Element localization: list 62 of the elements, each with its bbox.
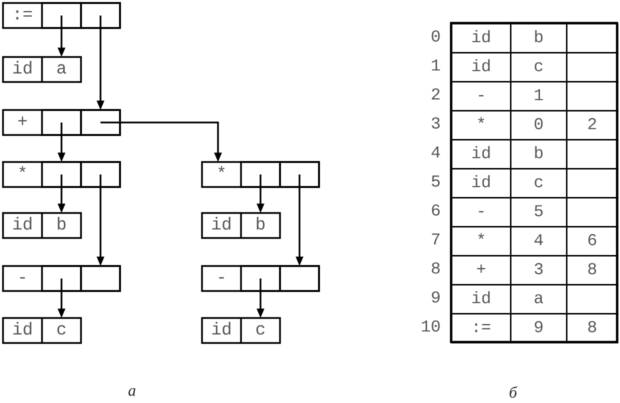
- record-box: :=: [2, 2, 121, 29]
- table-cell: 9: [510, 313, 568, 344]
- table-cell: 0: [510, 110, 568, 140]
- table-cell: 4: [510, 226, 568, 256]
- pointer-cell: [41, 265, 82, 292]
- table-cell: 8: [566, 313, 618, 344]
- row-number: 4: [432, 146, 440, 158]
- table-cell: -: [451, 197, 512, 228]
- record-box: +: [2, 109, 121, 136]
- row-number: 5: [432, 176, 440, 187]
- table-cell: 6: [566, 226, 618, 256]
- table-cell: c: [510, 168, 568, 198]
- row-number: 1: [432, 60, 440, 70]
- table-cell: id: [451, 52, 512, 82]
- pointer-cell: [41, 161, 82, 188]
- table-cell: id: [451, 23, 512, 54]
- table-cell: id: [451, 168, 512, 198]
- pointer-cell: [80, 161, 121, 188]
- record-box: -: [2, 265, 121, 292]
- table-cell: a: [510, 284, 568, 314]
- panel-label: а: [128, 388, 136, 396]
- table-cell: *: [451, 226, 512, 256]
- table-cell: b: [510, 23, 568, 54]
- row-number: 0: [432, 30, 440, 42]
- pointer-cell: [41, 2, 82, 29]
- table-cell: 5: [510, 197, 568, 228]
- row-number: 7: [432, 234, 440, 244]
- table-cell: c: [510, 52, 568, 82]
- table-cell: 8: [566, 255, 618, 286]
- pointer-cell: [240, 265, 281, 292]
- pointer-cell: [279, 161, 320, 188]
- table-cell: :=: [451, 313, 512, 344]
- row-number: 10: [422, 320, 440, 332]
- row-number: 9: [432, 291, 440, 303]
- record-box: id b: [2, 212, 82, 239]
- table-cell: 2: [566, 110, 618, 140]
- pointer-cell: [80, 109, 121, 136]
- record-box: -: [201, 265, 320, 292]
- pointer-cell: [80, 2, 121, 29]
- pointer-cell: [240, 161, 281, 188]
- table-cell: id: [451, 284, 512, 314]
- panel-label: б: [510, 386, 518, 398]
- record-box: id b: [201, 212, 281, 239]
- record-box: id c: [2, 317, 82, 344]
- table-cell: b: [510, 139, 568, 170]
- row-number: 8: [432, 262, 440, 274]
- pointer-cell: [279, 265, 320, 292]
- table-cell: *: [451, 110, 512, 140]
- table-cell: +: [451, 255, 512, 286]
- pointer-cell: [41, 109, 82, 136]
- table-cell: 1: [510, 81, 568, 112]
- table-cell: id: [451, 139, 512, 170]
- row-number: 6: [432, 204, 440, 216]
- record-box: id c: [201, 317, 281, 344]
- pointer-cell: [80, 265, 121, 292]
- record-box: *: [2, 161, 121, 188]
- table-cell: -: [451, 81, 512, 112]
- table-cell: 3: [510, 255, 568, 286]
- record-box: *: [201, 161, 320, 188]
- record-box: id a: [2, 56, 82, 83]
- row-number: 3: [432, 117, 440, 129]
- row-number: 2: [432, 88, 440, 100]
